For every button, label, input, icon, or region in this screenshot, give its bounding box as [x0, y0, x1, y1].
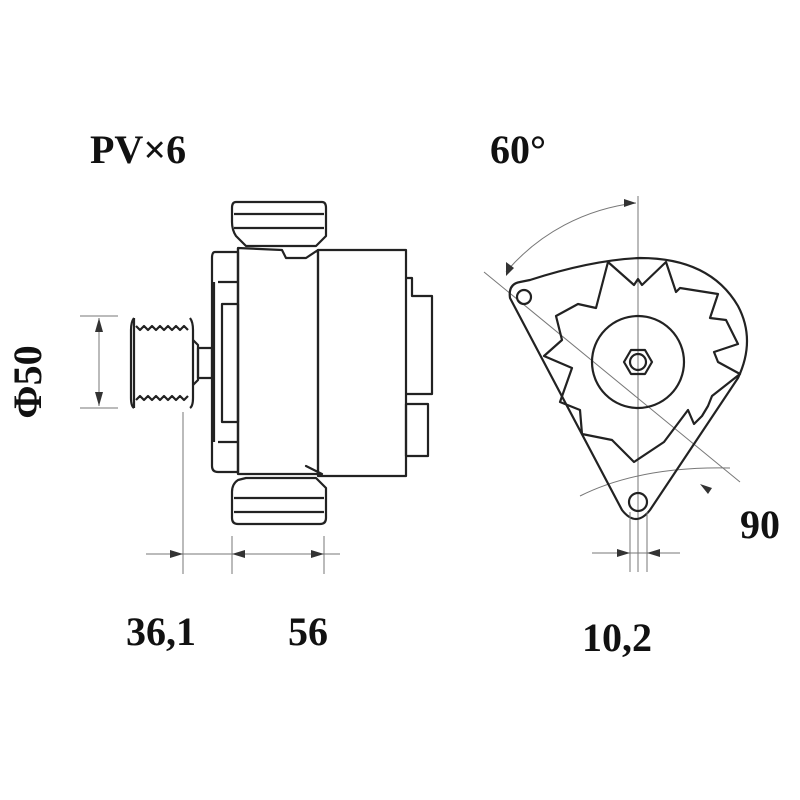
pulley: [129, 317, 214, 409]
pulley-label: PV×6: [90, 127, 187, 172]
side-view: [80, 200, 434, 574]
pulley-offset-dimension: 36,1: [126, 609, 196, 654]
front-flange: [210, 250, 240, 474]
housing: [230, 200, 434, 526]
radius-dimension: 90: [740, 502, 780, 547]
body-flange-dimension: 56: [288, 609, 328, 654]
slot-dimension: 10,2: [582, 615, 652, 660]
angle-label: 60°: [490, 127, 546, 172]
front-view: [483, 196, 748, 572]
